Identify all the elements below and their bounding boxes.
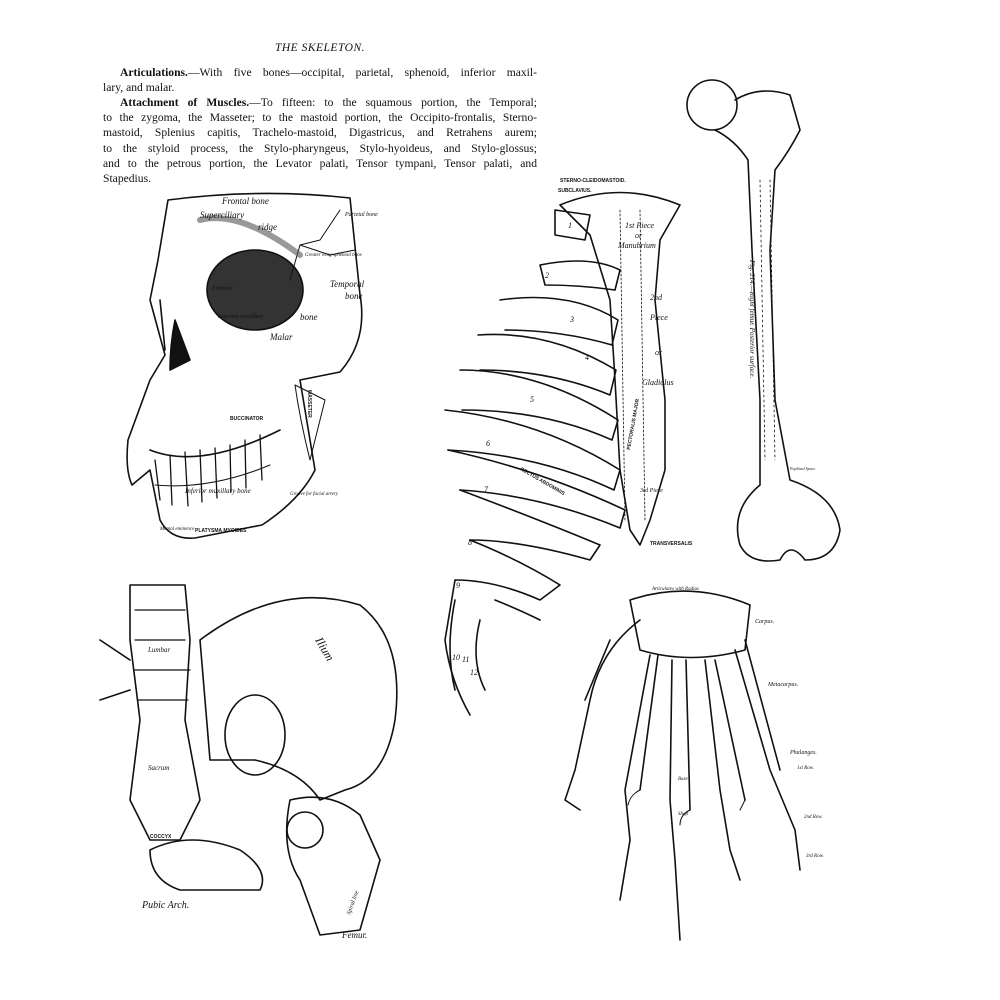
pelvis-label-femur: Femur. [341, 930, 367, 940]
femur-label-popliteal: Popliteal Space [789, 466, 815, 471]
rib-number: 1 [568, 221, 572, 230]
rib-number: 10 [452, 653, 460, 662]
skull-label-inferior-maxillary: Inferior maxillary bone [184, 487, 251, 495]
text-line: to the zygoma, the Masseter; to the mast… [103, 110, 537, 125]
skull-label-ridge: ridge [258, 222, 277, 232]
rib-number: 9 [456, 581, 460, 590]
thorax-label-pectoralis: PECTORALIS MAJOR [626, 398, 641, 450]
rib-number: 5 [530, 395, 534, 404]
skull-label-masseter: MASSETER [306, 390, 312, 418]
text-body: Stapedius. [103, 171, 151, 185]
rib-number: 4 [585, 353, 589, 362]
skull-label-buccinator: BUCCINATOR [230, 416, 264, 422]
text-body: lary, and malar. [103, 81, 175, 95]
skull-label-malar-2: bone [300, 312, 318, 322]
text-body: to the zygoma, the Masseter; to the mast… [103, 111, 537, 125]
femur-illustration [686, 79, 841, 562]
text-body: —To fifteen: to the squamous portion, th… [249, 96, 537, 110]
thorax-label-transversalis: TRANSVERSALIS [650, 541, 693, 547]
text-line: and to the petrous portion, the Levator … [103, 156, 537, 171]
rib-number: 6 [486, 439, 490, 448]
rib-number: 2 [545, 271, 549, 280]
thorax-label-gladiolus-4: Gladiolus [642, 378, 674, 387]
pelvis-illustration [99, 584, 398, 936]
skull-label-sphenoid: Greater wing sphenoid bone [305, 253, 363, 258]
rib-number: 3 [569, 315, 574, 324]
text-body: to the styloid process, the Stylo-pharyn… [103, 141, 537, 155]
hand-label-base: Base [678, 777, 689, 782]
skull-label-temporal-2: bone [345, 291, 363, 301]
thorax-label-gladiolus-2: Piece [649, 313, 668, 322]
pelvis-label-spiral: Spiral line [346, 890, 360, 916]
thorax-illustration [444, 191, 681, 716]
hand-label-row-1: 1st Row. [797, 766, 814, 771]
thorax-label-third-piece: 3rd Piece [639, 488, 663, 494]
hand-label-shaft: Shaft [678, 812, 689, 817]
skull-label-temporal: Temporal [330, 279, 365, 289]
thorax-label-gladiolus-1: 2nd [650, 293, 663, 302]
text-line: to the styloid process, the Stylo-pharyn… [103, 141, 537, 156]
skull-label-malar: Malar [269, 332, 293, 342]
text-line: lary, and malar. [103, 80, 537, 95]
skull-label-groove: Groove for facial artery [290, 492, 339, 497]
femur-caption: Fig. 214.—Right femur. Posterior surface… [748, 259, 756, 378]
pelvis-label-pubic-arch: Pubic Arch. [141, 900, 189, 911]
skull-label-mental: Mental eminence [159, 527, 195, 532]
text-line: Articulations.—With five bones—occipital… [120, 65, 537, 80]
hand-label-row-3: 3rd Row. [806, 854, 824, 859]
hand-label-carpus: Carpus. [755, 619, 774, 625]
hand-label-articulates: Articulates with Radius [651, 587, 699, 592]
text-line: Attachment of Muscles.—To fifteen: to th… [120, 95, 537, 110]
skull-label-frontal: Frontal bone [221, 196, 269, 206]
text-lead: Articulations. [120, 66, 188, 79]
text-body: and to the petrous portion, the Levator … [103, 156, 537, 170]
rib-number: 11 [462, 655, 469, 664]
page-title: THE SKELETON. [274, 42, 365, 54]
pelvis-label-sacrum: Sacrum [148, 764, 169, 772]
text-line: Stapedius. [103, 171, 537, 186]
thorax-label-sterno-cleidomastoid: STERNO-CLEIDOMASTOID. [560, 178, 626, 184]
thorax-label-subclavius: SUBCLAVIUS. [558, 188, 592, 194]
pelvis-label-lumbar: Lumbar [147, 646, 170, 654]
skull-label-superior-maxillary: Superior maxillary [218, 314, 264, 320]
pelvis-label-coccyx: COCCYX [150, 834, 172, 840]
skull-label-parietal: Parietal bone [344, 212, 378, 218]
hand-illustration [564, 590, 801, 941]
rib-number: 8 [468, 538, 472, 547]
hand-label-phalanges: Phalanges. [789, 750, 817, 756]
text-body: —With five bones—occipital, parietal, sp… [187, 66, 537, 79]
text-line: mastoid, Splenius capitis, Trachelo-mast… [103, 125, 537, 140]
text-lead: Attachment of Muscles. [120, 96, 250, 110]
skull-label-ethmoid: Ethmoid [211, 286, 233, 292]
hand-label-metacarpus: Metacarpus. [767, 682, 798, 688]
rib-number: 7 [484, 485, 489, 494]
thorax-label-manubrium-1: 1st Piece [625, 221, 655, 230]
skull-label-superciliary: Superciliary [200, 210, 244, 220]
skull-label-platysma: PLATYSMA MYOIDES [195, 528, 247, 534]
pelvis-label-ilium: Ilium [312, 634, 337, 664]
thorax-label-gladiolus-3: or [655, 348, 663, 357]
thorax-label-manubrium-2: or [635, 231, 643, 240]
text-body: mastoid, Splenius capitis, Trachelo-mast… [103, 126, 537, 140]
rib-number: 12 [470, 668, 478, 677]
skull-illustration [126, 192, 363, 539]
hand-label-row-2: 2nd Row. [804, 815, 823, 820]
thorax-label-manubrium-3: Manubrium [617, 241, 656, 250]
